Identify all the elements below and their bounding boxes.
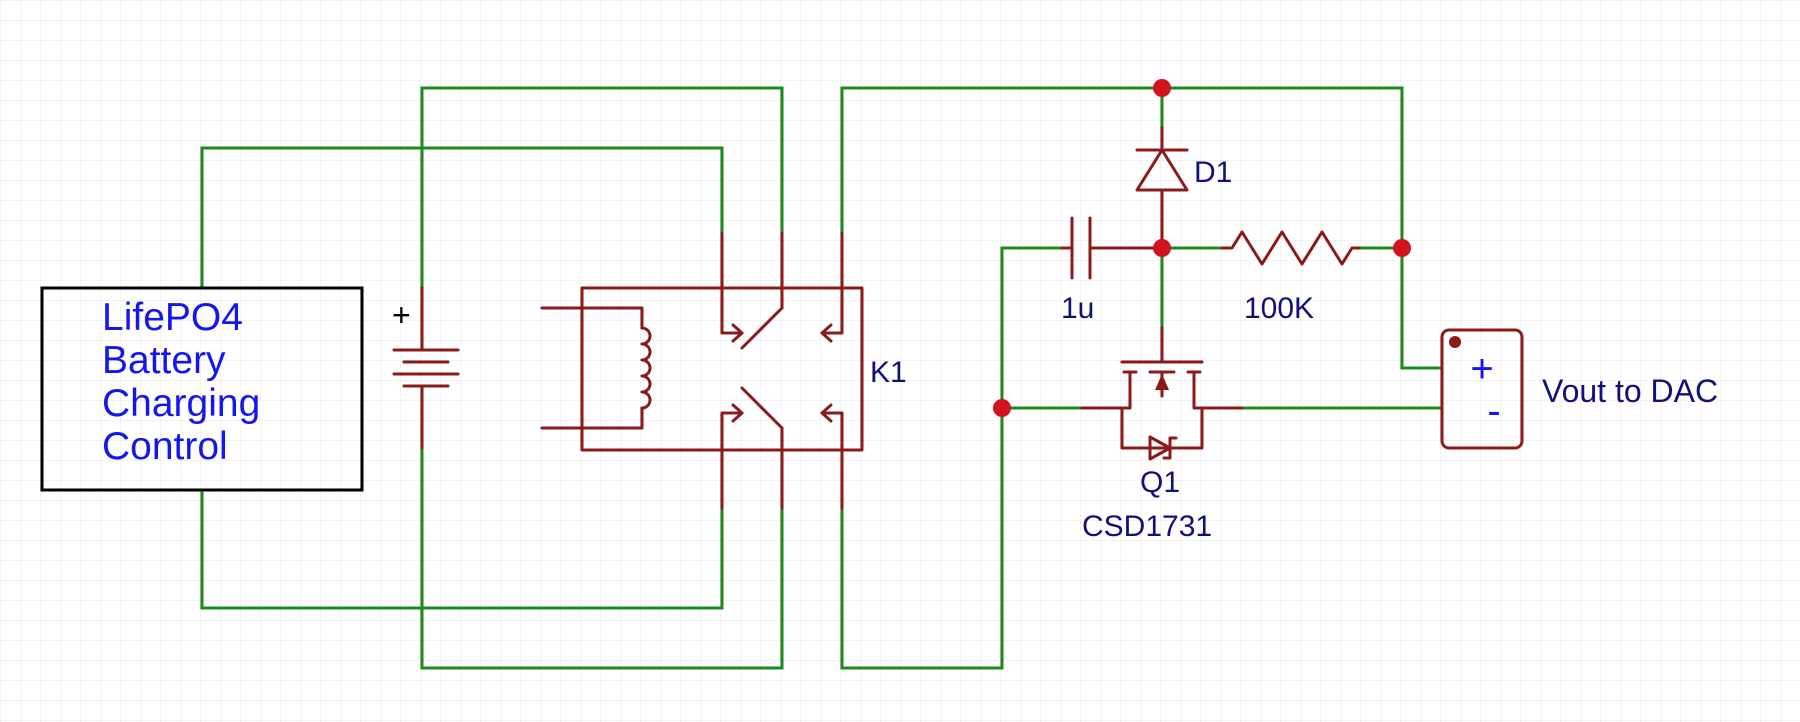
resistor-value-label: 100K bbox=[1244, 292, 1314, 325]
output-label: Vout to DAC bbox=[1542, 373, 1718, 409]
connector-plus-label: + bbox=[1470, 347, 1493, 391]
mosfet-drain-lead bbox=[1192, 370, 1244, 410]
block-line-4: Control bbox=[102, 425, 228, 468]
relay-no-contact-top bbox=[820, 231, 844, 335]
mosfet-body-diode-loop bbox=[1120, 406, 1204, 450]
block-line-1: LifePO4 bbox=[102, 296, 243, 339]
relay-k1: K1 bbox=[540, 231, 907, 510]
relay-nc-contact-bottom bbox=[720, 411, 744, 510]
charging-control-block: LifePO4 Battery Charging Control bbox=[40, 286, 364, 492]
mosfet-body-diode-triangle-icon bbox=[1148, 435, 1172, 461]
wire-battery-top bbox=[420, 86, 784, 290]
capacitor-value-label: 1u bbox=[1061, 292, 1094, 325]
mosfet-q1: Q1 CSD1731 bbox=[1080, 326, 1244, 543]
junctions bbox=[993, 79, 1411, 417]
block-outline bbox=[40, 286, 364, 492]
mosfet-source-lead bbox=[1080, 370, 1132, 410]
junction-dot bbox=[1393, 239, 1411, 257]
mosfet-arrow-icon bbox=[1155, 374, 1169, 390]
relay-arrow-icon bbox=[820, 323, 833, 343]
relay-arrow-icon bbox=[731, 323, 744, 343]
mosfet-body-diode-bar bbox=[1162, 436, 1178, 460]
relay-switch-blade-bottom bbox=[740, 386, 784, 430]
battery-plus-label: + bbox=[392, 297, 411, 333]
diode-ref-label: D1 bbox=[1194, 156, 1232, 189]
block-line-2: Battery bbox=[102, 339, 226, 382]
junction-dot bbox=[1153, 79, 1171, 97]
connector-minus-label: - bbox=[1487, 389, 1500, 433]
wire-battery-bottom bbox=[420, 446, 784, 670]
wire-relay-top-rail bbox=[840, 86, 1444, 370]
relay-coil-icon bbox=[640, 326, 652, 410]
output-connector: + - Vout to DAC bbox=[1440, 328, 1718, 450]
wire-block-bottom bbox=[200, 488, 724, 610]
battery-symbol: + bbox=[392, 286, 460, 450]
connector-body bbox=[1440, 328, 1524, 450]
block-line-3: Charging bbox=[102, 382, 260, 425]
relay-ref-label: K1 bbox=[870, 356, 907, 389]
relay-nc-contact-top bbox=[720, 231, 744, 335]
wire-relay-bottom-return bbox=[840, 246, 1064, 670]
mosfet-part-label: CSD1731 bbox=[1082, 510, 1212, 543]
wires bbox=[200, 86, 1444, 670]
relay-arrow-icon bbox=[731, 403, 744, 423]
diode-d1: D1 bbox=[1135, 126, 1232, 250]
relay-switch-blade-top bbox=[740, 306, 784, 350]
relay-no-contact-bottom bbox=[820, 411, 844, 510]
relay-arrow-icon bbox=[820, 403, 833, 423]
junction-dot bbox=[1153, 239, 1171, 257]
mosfet-ref-label: Q1 bbox=[1140, 466, 1180, 499]
connector-pin1-marker bbox=[1449, 336, 1461, 348]
wire-block-top bbox=[200, 146, 724, 290]
capacitor-1u: 1u bbox=[1060, 216, 1164, 325]
junction-dot bbox=[993, 399, 1011, 417]
resistor-zigzag-icon bbox=[1220, 230, 1364, 266]
